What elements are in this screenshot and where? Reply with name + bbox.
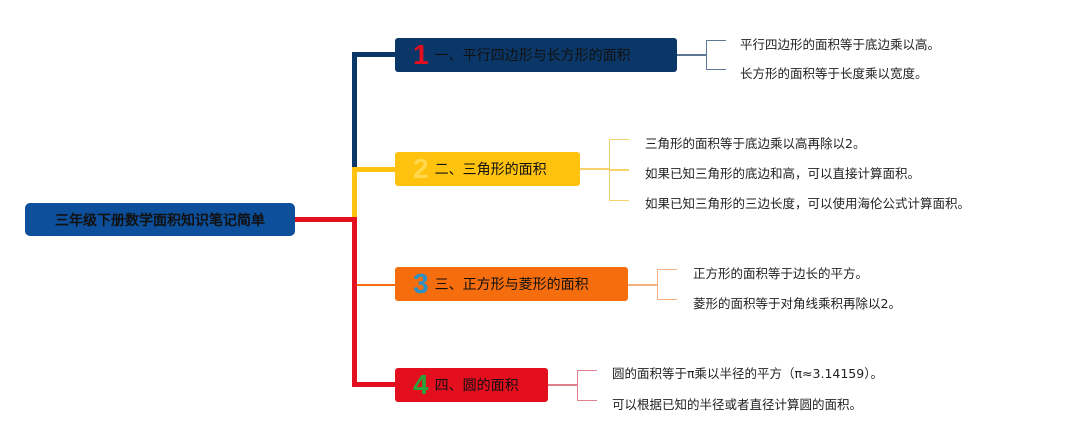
topic-node-3[interactable]: 3 三、正方形与菱形的面积 [395,267,628,301]
leaf-connector-4 [548,384,578,386]
connector-root [295,217,357,222]
leaf-bracket-3 [657,269,677,300]
leaf-2-1: 三角形的面积等于底边乘以高再除以2。 [645,136,866,151]
leaf-bracket-2-mid [609,169,629,171]
topic-label-4: 四、圆的面积 [434,378,519,394]
leaf-bracket-1 [706,40,726,70]
connector-trunk-blue [352,52,357,169]
leaf-3-2: 菱形的面积等于对角线乘积再除以2。 [693,296,901,311]
connector-trunk-red [352,217,357,387]
leaf-1-2: 长方形的面积等于长度乘以宽度。 [740,66,928,81]
root-node[interactable]: 三年级下册数学面积知识笔记简单 [25,203,295,236]
connector-trunk-yellow [352,167,357,219]
root-title: 三年级下册数学面积知识笔记简单 [55,212,265,229]
connector-h3 [357,284,396,286]
topic-node-1[interactable]: 1 一、平行四边形与长方形的面积 [395,38,677,72]
topic-number-1: 1 [413,39,429,70]
leaf-connector-3 [628,284,658,286]
connector-h4 [352,382,396,387]
leaf-3-1: 正方形的面积等于边长的平方。 [693,266,869,281]
leaf-2-2: 如果已知三角形的底边和高，可以直接计算面积。 [645,166,921,181]
topic-number-2: 2 [413,153,429,184]
leaf-4-1: 圆的面积等于π乘以半径的平方（π≈3.14159）。 [612,366,883,381]
topic-label-2: 二、三角形的面积 [434,162,547,178]
connector-h2 [352,167,396,172]
topic-number-4: 4 [413,369,429,400]
leaf-2-3: 如果已知三角形的三边长度，可以使用海伦公式计算面积。 [645,196,971,211]
topic-label-3: 三、正方形与菱形的面积 [434,277,589,293]
topic-node-2[interactable]: 2 二、三角形的面积 [395,152,580,186]
leaf-bracket-4 [577,370,597,401]
connector-h1 [352,52,396,57]
leaf-4-2: 可以根据已知的半径或者直径计算圆的面积。 [612,397,863,412]
leaf-1-1: 平行四边形的面积等于底边乘以高。 [740,37,941,52]
leaf-connector-1 [677,54,707,56]
leaf-connector-2 [580,168,610,170]
topic-node-4[interactable]: 4 四、圆的面积 [395,368,548,402]
topic-label-1: 一、平行四边形与长方形的面积 [434,48,631,64]
topic-number-3: 3 [413,268,429,299]
